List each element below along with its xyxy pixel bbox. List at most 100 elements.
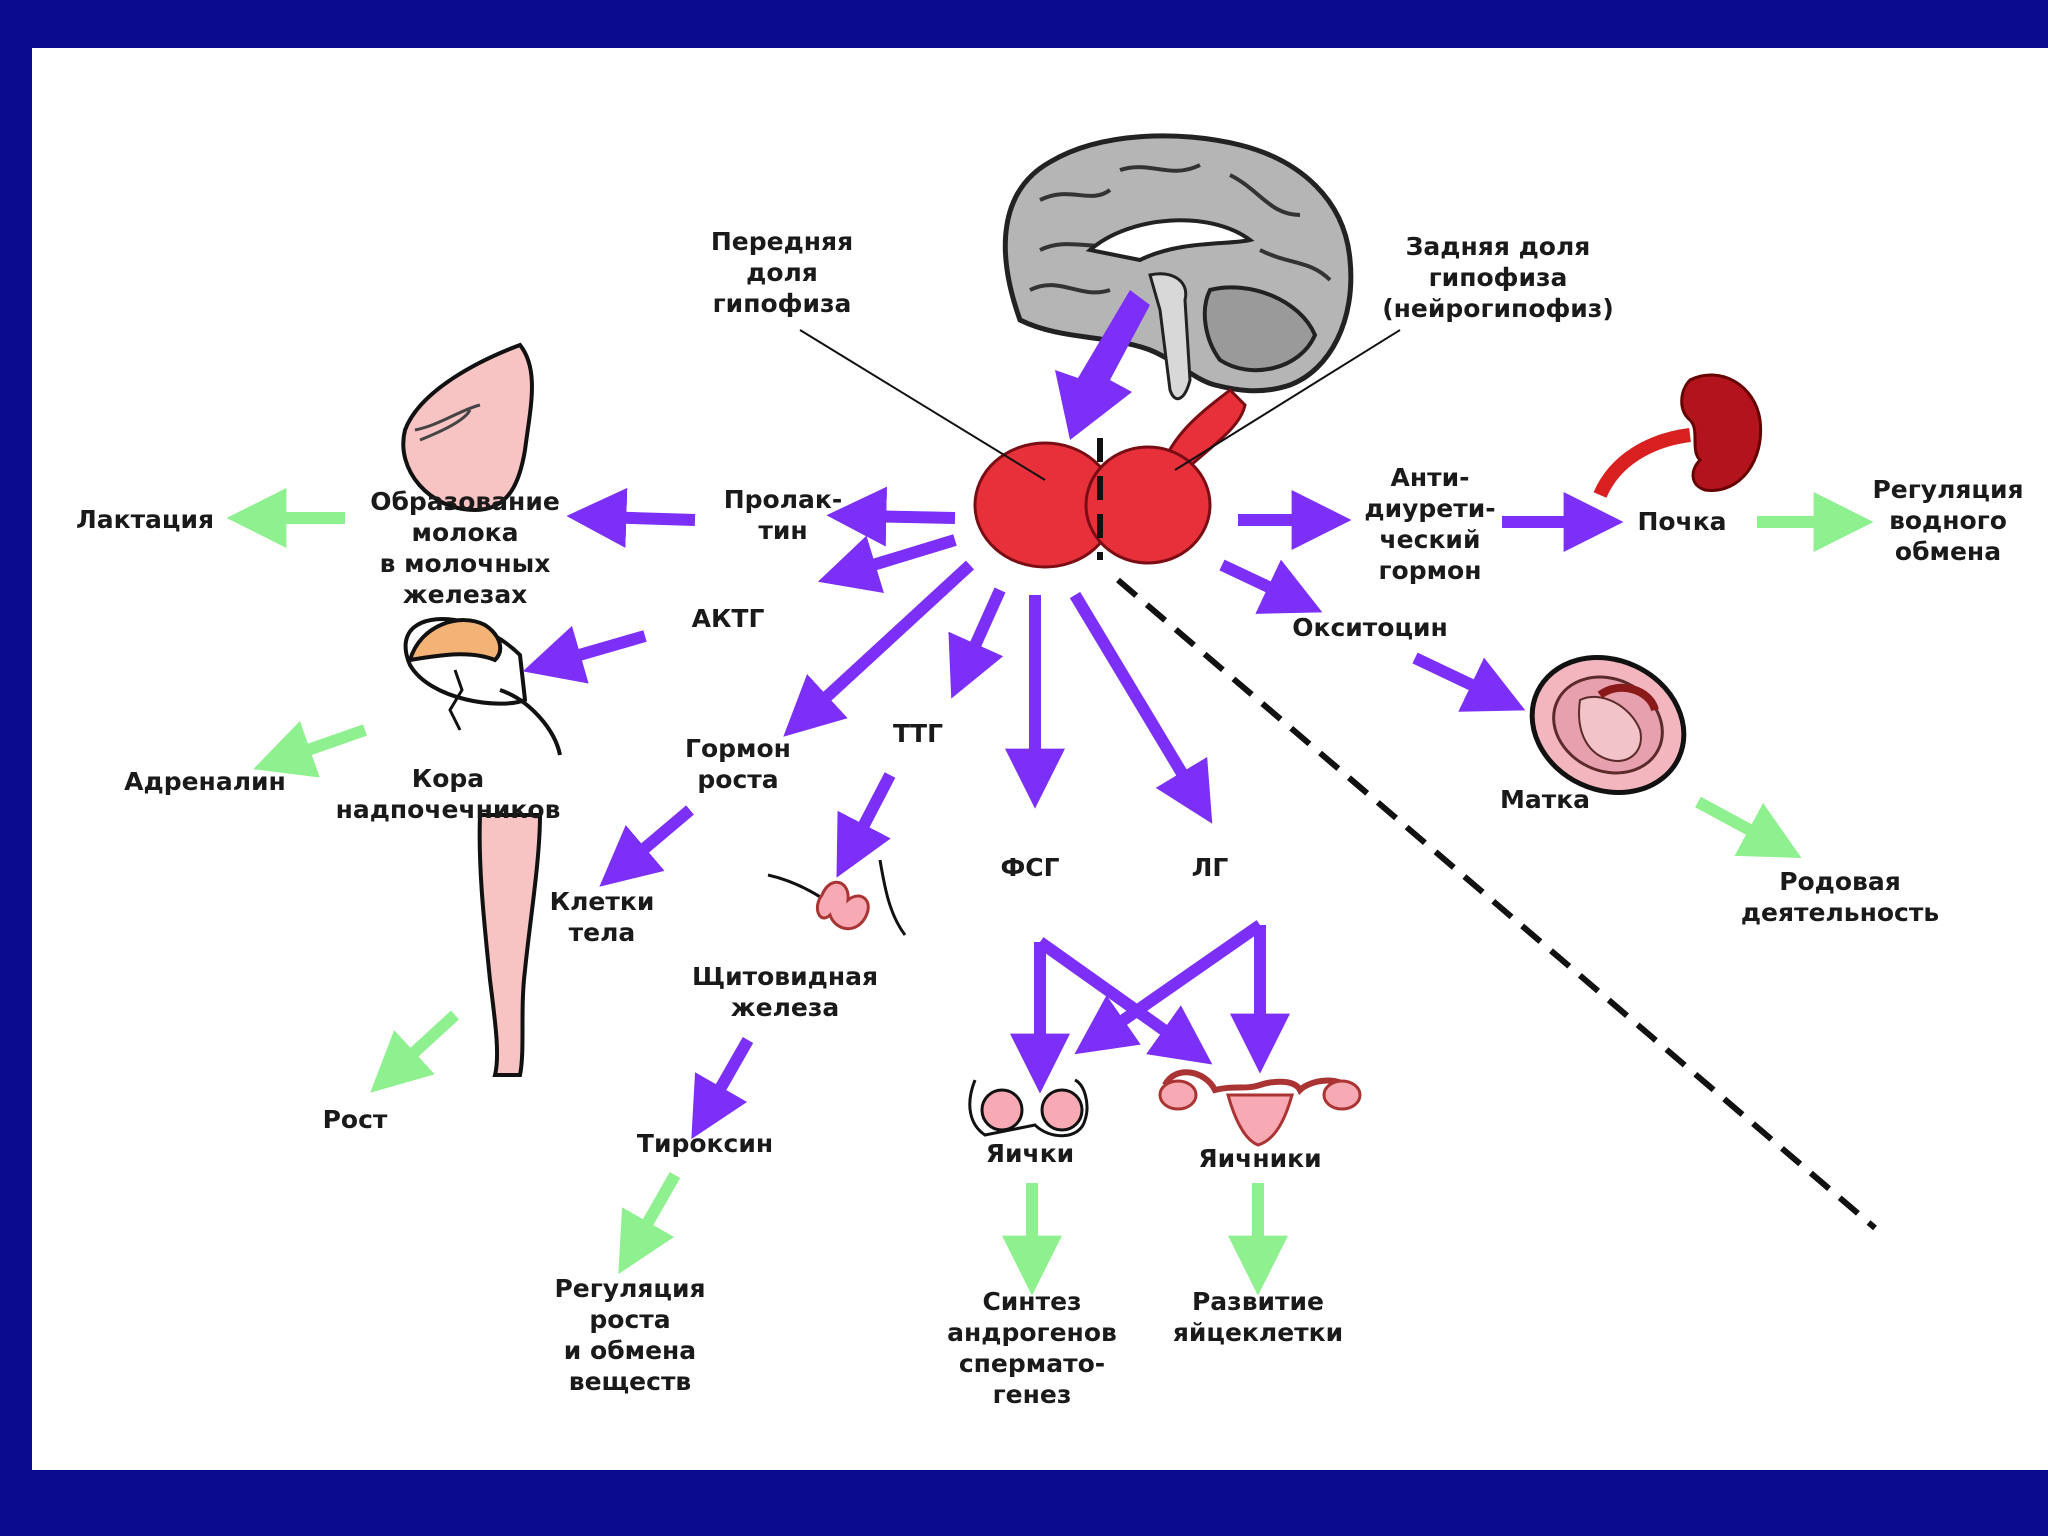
label-thyroxine: Тироксин bbox=[637, 1129, 773, 1158]
label-line: Почка bbox=[1637, 507, 1726, 536]
anterior-leader bbox=[799, 329, 1046, 481]
arrow-thyroxine-to-regulation bbox=[618, 1172, 681, 1275]
label-line: Клетки bbox=[550, 887, 655, 916]
label-line: гормон bbox=[1378, 556, 1481, 585]
label-line: и обмена bbox=[564, 1336, 696, 1365]
kidney-icon bbox=[1593, 373, 1763, 499]
label-line: Анти- bbox=[1390, 463, 1469, 492]
label-line: в молочных bbox=[380, 549, 551, 578]
label-testes: Яички bbox=[986, 1139, 1074, 1168]
label-line: водного bbox=[1889, 506, 2007, 535]
testes-icon bbox=[968, 1078, 1089, 1138]
label-line: обмена bbox=[1895, 537, 2001, 566]
arrow-leg-to-growth bbox=[370, 1010, 460, 1093]
label-line: железа bbox=[731, 993, 840, 1022]
label-uterus: Матка bbox=[1500, 785, 1590, 814]
label-line: Синтез bbox=[982, 1287, 1081, 1316]
label-actg: АКТГ bbox=[692, 604, 765, 633]
label-line: (нейрогипофиз) bbox=[1382, 294, 1614, 323]
arrow-adrenal-to-adrenaline bbox=[253, 720, 367, 778]
label-growth: Рост bbox=[323, 1105, 388, 1134]
label-ovaries: Яичники bbox=[1198, 1144, 1321, 1173]
label-ttg: ТТГ bbox=[893, 719, 943, 748]
label-line: Развитие bbox=[1192, 1287, 1324, 1316]
label-line: Родовая bbox=[1779, 867, 1901, 896]
label-line: доля bbox=[746, 258, 818, 287]
arrow-to-lg bbox=[1069, 591, 1213, 824]
pituitary-icon bbox=[973, 387, 1247, 569]
label-line: веществ bbox=[569, 1367, 692, 1396]
label-line: тин bbox=[758, 516, 807, 545]
label-line: андрогенов bbox=[947, 1318, 1117, 1347]
label-line: Регуляция bbox=[1872, 475, 2023, 504]
label-fsg: ФСГ bbox=[1000, 853, 1059, 882]
label-line: АКТГ bbox=[692, 604, 765, 633]
label-line: Щитовидная bbox=[692, 962, 878, 991]
label-line: ЛГ bbox=[1192, 853, 1229, 882]
label-kidney: Почка bbox=[1637, 507, 1726, 536]
label-line: диурети- bbox=[1364, 494, 1495, 523]
arrow-lg-to-testes bbox=[1074, 920, 1264, 1055]
label-line: Гормон bbox=[685, 734, 791, 763]
label-line: ТТГ bbox=[893, 719, 943, 748]
arrow-uterus-to-labor bbox=[1695, 796, 1802, 858]
label-line: Задняя доля bbox=[1406, 232, 1591, 261]
label-oxytocin: Окситоцин bbox=[1292, 613, 1448, 642]
label-line: Яичники bbox=[1198, 1144, 1321, 1173]
label-line: молока bbox=[412, 518, 519, 547]
label-lg: ЛГ bbox=[1192, 853, 1229, 882]
label-line: ческий bbox=[1380, 525, 1481, 554]
dashed-divider-diagonal bbox=[1116, 577, 1877, 1231]
label-line: Рост bbox=[323, 1105, 388, 1134]
label-line: деятельность bbox=[1741, 898, 1939, 927]
ovaries-icon bbox=[1158, 1069, 1362, 1147]
uterus-icon bbox=[1529, 654, 1687, 796]
brain-icon bbox=[1002, 133, 1354, 401]
label-prolactin: Пролак-тин bbox=[724, 485, 843, 545]
arrow-to-oxytocin bbox=[1219, 559, 1323, 614]
arrow-fsg-to-ovaries bbox=[1036, 937, 1213, 1065]
label-line: Яички bbox=[986, 1139, 1074, 1168]
label-line: генез bbox=[993, 1380, 1072, 1409]
breast-icon bbox=[401, 342, 534, 513]
label-adrenaline: Адреналин bbox=[124, 767, 286, 796]
leg-icon bbox=[477, 813, 543, 1077]
arrow-thyroid-to-thyroxine bbox=[691, 1037, 754, 1140]
hypothalamus-arrow bbox=[1055, 290, 1150, 440]
arrow-prolactin-to-milk bbox=[566, 487, 696, 548]
arrow-to-ttg bbox=[948, 587, 1006, 699]
label-line: Регуляция bbox=[554, 1274, 705, 1303]
label-line: Матка bbox=[1500, 785, 1590, 814]
label-line: сперматo- bbox=[959, 1349, 1105, 1378]
label-line: Образование bbox=[370, 487, 560, 516]
label-line: тела bbox=[569, 918, 636, 947]
arrow-ttg-to-thyroid bbox=[836, 772, 896, 878]
arrow-growth-to-cells bbox=[599, 805, 694, 887]
thyroid-icon bbox=[767, 859, 907, 936]
label-line: ФСГ bbox=[1000, 853, 1059, 882]
arrow-to-actg bbox=[817, 534, 957, 594]
adrenal-icon bbox=[403, 617, 562, 756]
arrow-to-growth-hormone bbox=[783, 560, 975, 737]
label-line: Кора bbox=[412, 764, 484, 793]
label-line: Передняя bbox=[711, 227, 853, 256]
label-line: Пролак- bbox=[724, 485, 843, 514]
arrow-actg-to-adrenal bbox=[522, 625, 647, 684]
label-line: Адреналин bbox=[124, 767, 286, 796]
label-line: гипофиза bbox=[1429, 263, 1568, 292]
label-line: яйцеклетки bbox=[1173, 1318, 1343, 1347]
